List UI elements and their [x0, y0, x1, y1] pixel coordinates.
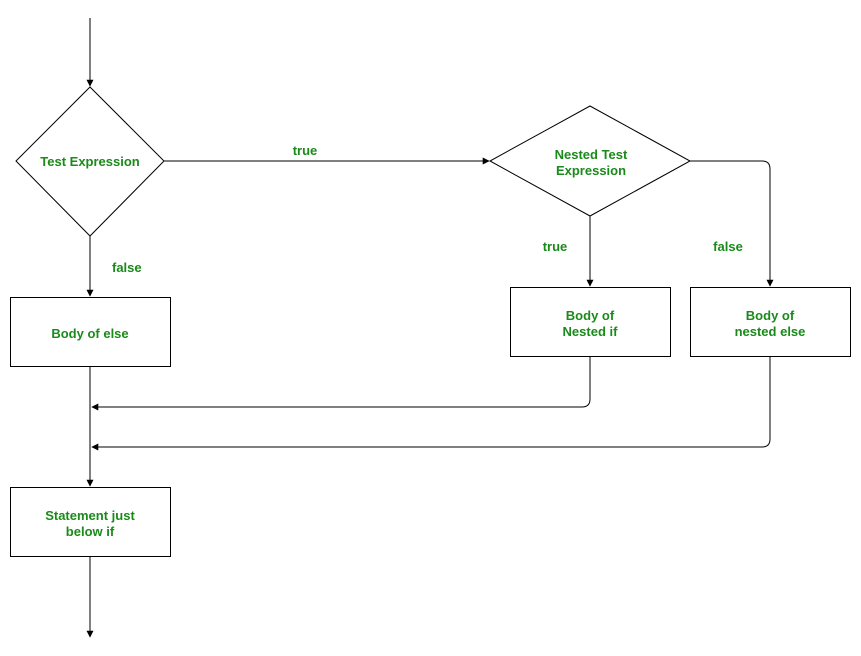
edge-false-main-label: false — [112, 260, 142, 275]
body-else-node: Body of else — [10, 297, 171, 367]
statement-box — [10, 487, 171, 557]
edge-false-nested — [690, 160, 774, 287]
body-nested-else-node: Body of nested else — [690, 287, 851, 357]
nested-test-node: Nested Test Expression — [488, 105, 692, 217]
body-else-label: Body of else — [51, 326, 128, 341]
test-expression-node: Test Expression — [15, 86, 165, 237]
nested-test-label-line2: Expression — [556, 163, 626, 178]
statement-label-line1: Statement just — [45, 508, 135, 523]
edge-true-main-label: true — [293, 143, 318, 158]
body-nested-if-box — [510, 287, 671, 357]
edge-nested-else-return — [91, 357, 771, 451]
statement-node: Statement just below if — [10, 487, 171, 557]
edge-false-nested-label: false — [713, 239, 743, 254]
body-nested-if-node: Body of Nested if — [510, 287, 671, 357]
body-nested-else-label-line1: Body of — [746, 308, 795, 323]
body-nested-else-box — [690, 287, 851, 357]
statement-label-line2: below if — [66, 524, 115, 539]
edge-nested-if-return — [91, 357, 591, 411]
body-else-box — [10, 297, 171, 367]
body-nested-if-label-line2: Nested if — [563, 324, 619, 339]
body-nested-else-label-line2: nested else — [735, 324, 806, 339]
test-expression-label: Test Expression — [40, 154, 140, 169]
body-nested-if-label-line1: Body of — [566, 308, 615, 323]
nested-test-label-line1: Nested Test — [555, 147, 628, 162]
edge-true-nested-label: true — [543, 239, 568, 254]
